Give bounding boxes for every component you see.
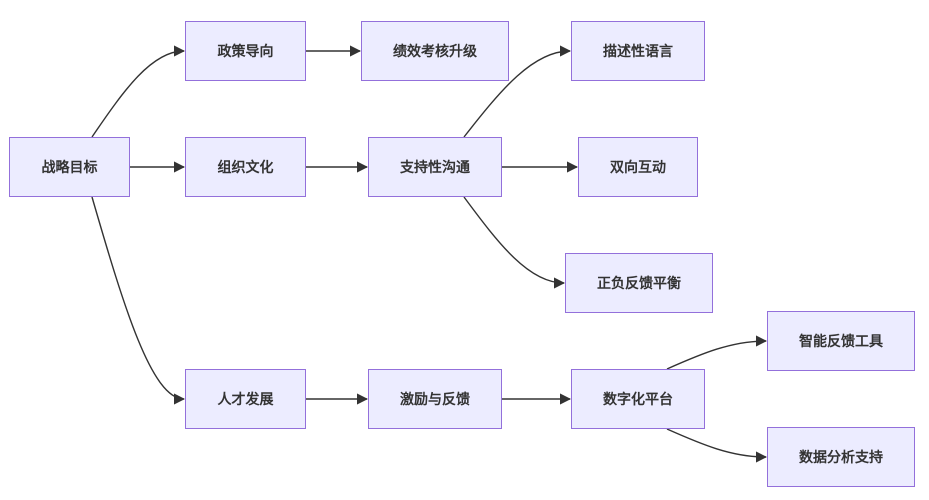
node-org-culture: 组织文化 <box>185 137 306 197</box>
node-data-analysis-support: 数据分析支持 <box>767 427 915 487</box>
node-policy-guidance: 政策导向 <box>185 21 306 81</box>
edge-strategy-goal-to-policy-guidance <box>91 45 186 138</box>
node-incentive-feedback: 激励与反馈 <box>368 369 502 429</box>
node-strategy-goal: 战略目标 <box>9 137 130 197</box>
edge-supportive-communication-to-balanced-feedback <box>463 196 566 289</box>
edge-digital-platform-to-data-analysis-support <box>666 428 768 463</box>
node-balanced-feedback: 正负反馈平衡 <box>565 253 713 313</box>
node-smart-feedback-tools: 智能反馈工具 <box>767 311 915 371</box>
node-talent-development: 人才发展 <box>185 369 306 429</box>
node-two-way-interaction: 双向互动 <box>578 137 698 197</box>
node-digital-platform: 数字化平台 <box>571 369 705 429</box>
node-supportive-communication: 支持性沟通 <box>368 137 502 197</box>
edge-strategy-goal-to-talent-development <box>91 196 186 405</box>
edge-supportive-communication-to-descriptive-language <box>463 45 572 138</box>
node-performance-upgrade: 绩效考核升级 <box>361 21 509 81</box>
node-descriptive-language: 描述性语言 <box>571 21 705 81</box>
edge-digital-platform-to-smart-feedback-tools <box>666 335 768 370</box>
